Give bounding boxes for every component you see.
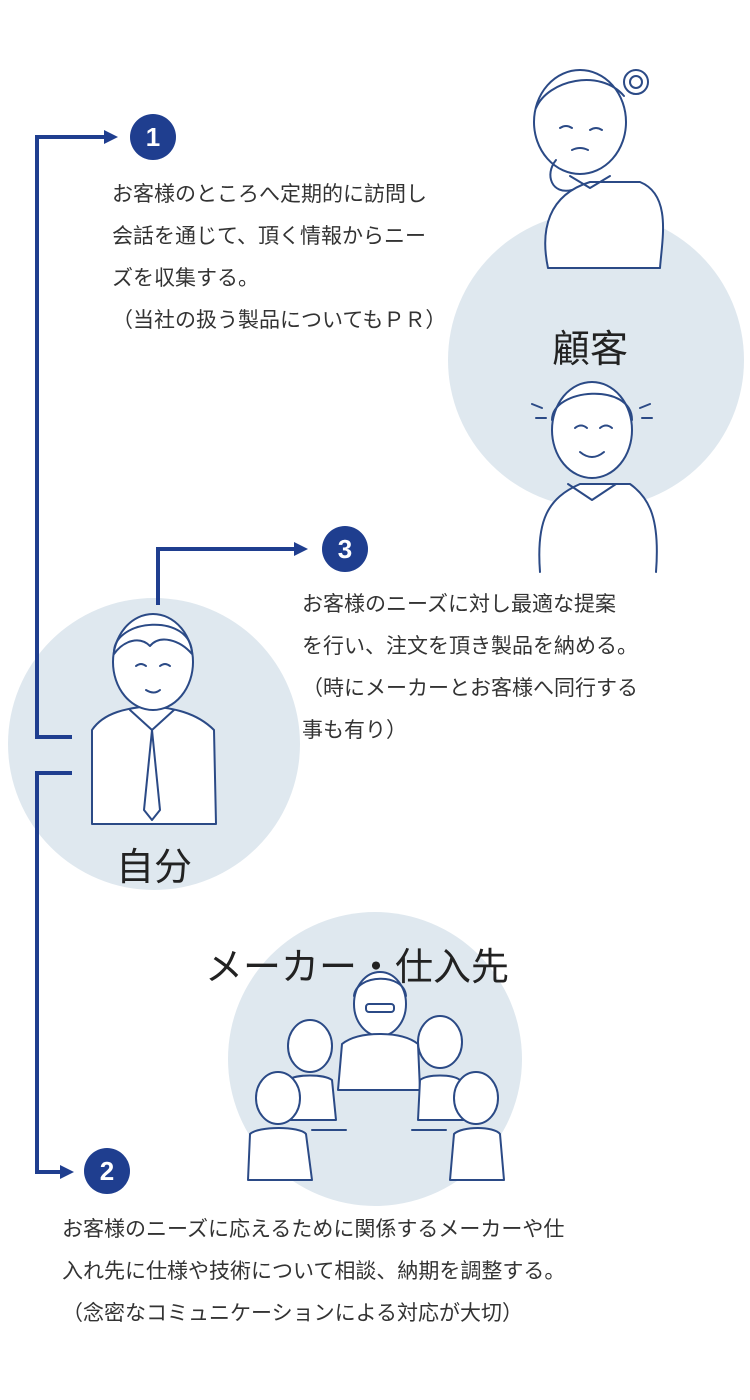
step-3-line: 事も有り）: [302, 718, 407, 742]
step-2-badge: 2: [84, 1148, 130, 1194]
step-3-line: （時にメーカーとお客様へ同行する: [302, 676, 638, 700]
step-2-description: お客様のニーズに応えるために関係するメーカーや仕 入れ先に仕様や技術について相談…: [62, 1208, 565, 1334]
arrow-to-step-2: [35, 771, 74, 1179]
worried-customer-illustration: [533, 69, 664, 269]
happy-customer-illustration: [531, 381, 658, 573]
maker-label: メーカー・仕入先: [205, 945, 510, 989]
arrow-to-step-1: [35, 130, 118, 739]
self-label: 自分: [116, 845, 193, 889]
customer-label: 顧客: [552, 327, 629, 371]
step-3-line: お客様のニーズに対し最適な提案: [302, 592, 616, 616]
step-2-line: （念密なコミュニケーションによる対応が大切）: [62, 1301, 523, 1325]
arrow-to-step-3: [156, 542, 308, 605]
step-1-line: 会話を通じて、頂く情報からニー: [112, 224, 426, 248]
self-illustration: [91, 613, 217, 825]
step-2-line: お客様のニーズに応えるために関係するメーカーや仕: [62, 1217, 565, 1241]
step-1-line: ズを収集する。: [112, 266, 259, 290]
step-1-badge: 1: [130, 114, 176, 160]
step-1-description: お客様のところへ定期的に訪問し 会話を通じて、頂く情報からニー ズを収集する。 …: [112, 173, 446, 341]
step-3-description: お客様のニーズに対し最適な提案 を行い、注文を頂き製品を納める。 （時にメーカー…: [302, 583, 638, 751]
step-1-line: （当社の扱う製品についてもＰＲ）: [112, 308, 447, 332]
step-1-line: お客様のところへ定期的に訪問し: [112, 182, 427, 206]
step-3-badge: 3: [322, 526, 368, 572]
maker-group-illustration: [247, 971, 505, 1181]
step-2-line: 入れ先に仕様や技術について相談、納期を調整する。: [62, 1259, 566, 1283]
step-3-line: を行い、注文を頂き製品を納める。: [302, 634, 638, 658]
